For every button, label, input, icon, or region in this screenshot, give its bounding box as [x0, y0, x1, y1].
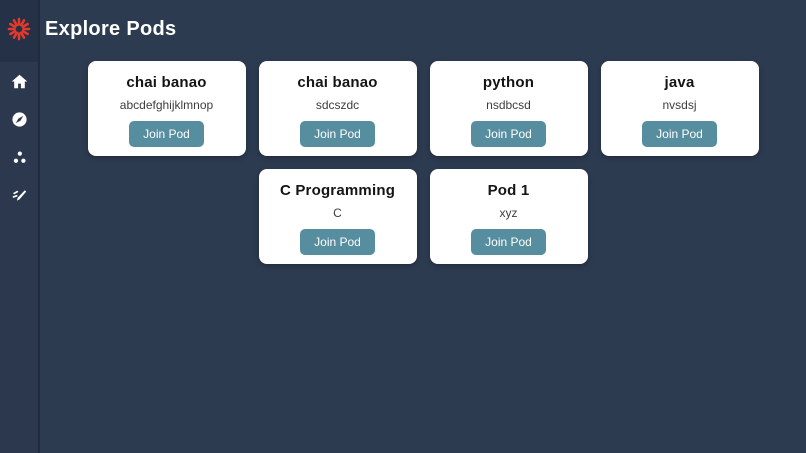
- home-icon: [11, 73, 28, 90]
- pod-card: python nsdbcsd Join Pod: [429, 61, 588, 156]
- pod-description: nvsdsj: [662, 98, 697, 112]
- sidebar-item-explore[interactable]: [9, 111, 29, 128]
- pen-icon: [11, 187, 28, 204]
- pod-card: C Programming C Join Pod: [258, 169, 417, 264]
- main-content: Explore Pods chai banao abcdefghijklmnop…: [40, 0, 806, 453]
- dots-cluster-icon: [11, 149, 28, 166]
- sidebar-item-pods[interactable]: [9, 149, 29, 166]
- join-pod-button[interactable]: Join Pod: [129, 121, 204, 147]
- join-pod-button[interactable]: Join Pod: [471, 229, 546, 255]
- pod-title: C Programming: [279, 182, 396, 199]
- join-pod-button[interactable]: Join Pod: [300, 229, 375, 255]
- join-pod-button[interactable]: Join Pod: [471, 121, 546, 147]
- sidebar-nav: [9, 73, 29, 204]
- page-title: Explore Pods: [45, 18, 177, 40]
- pod-title: java: [664, 74, 695, 91]
- pod-description: nsdbcsd: [486, 98, 531, 112]
- compass-icon: [11, 111, 28, 128]
- pod-card: java nvsdsj Join Pod: [600, 61, 759, 156]
- pod-description: abcdefghijklmnop: [119, 98, 214, 112]
- sidebar-item-home[interactable]: [9, 73, 29, 90]
- sidebar: [0, 0, 40, 453]
- pod-title: chai banao: [297, 74, 378, 91]
- pods-grid: chai banao abcdefghijklmnop Join Pod cha…: [40, 61, 806, 264]
- pod-description: sdcszdc: [315, 98, 360, 112]
- pod-title: chai banao: [126, 74, 207, 91]
- logo-container[interactable]: [0, 0, 38, 62]
- pod-title: python: [482, 74, 535, 91]
- pod-description: C: [333, 206, 342, 220]
- pod-card: chai banao sdcszdc Join Pod: [258, 61, 417, 156]
- join-pod-button[interactable]: Join Pod: [642, 121, 717, 147]
- pod-description: xyz: [499, 206, 518, 220]
- pod-title: Pod 1: [487, 182, 530, 199]
- pod-card: chai banao abcdefghijklmnop Join Pod: [87, 61, 246, 156]
- pod-card: Pod 1 xyz Join Pod: [429, 169, 588, 264]
- join-pod-button[interactable]: Join Pod: [300, 121, 375, 147]
- sidebar-item-create[interactable]: [9, 187, 29, 204]
- burst-logo-icon: [7, 17, 31, 46]
